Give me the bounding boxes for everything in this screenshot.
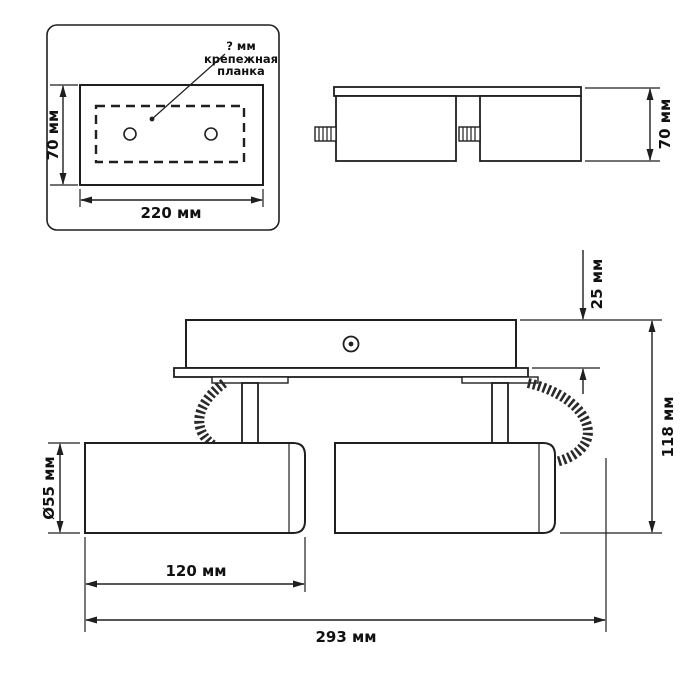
mounting-hole-left — [123, 127, 137, 141]
callout-text-line2: планка — [217, 64, 265, 78]
adjustment-screw-left — [314, 126, 337, 142]
dimension-label: 70 мм — [44, 110, 62, 161]
dimension-label: Ø55 мм — [40, 456, 58, 519]
dim-base-height: 25 мм — [520, 250, 662, 394]
dim-shade-length: 120 мм — [84, 537, 306, 632]
callout-leader-line — [151, 53, 226, 120]
dimension-label: 293 мм — [315, 628, 376, 646]
top-view-panel: ? мм крепежная планка 70 мм 220 мм — [44, 24, 280, 231]
flex-cable-right — [526, 378, 593, 467]
spot-body-right-side — [479, 95, 582, 162]
bracket-callout: ? мм крепежная планка — [149, 39, 278, 122]
dimension-label: 220 мм — [140, 204, 201, 222]
mounting-hole-right — [204, 127, 218, 141]
dim-total-width: 293 мм — [85, 458, 607, 646]
spot-body-left-side — [335, 95, 457, 162]
base-bar-side — [333, 86, 582, 97]
dimension-label: 118 мм — [659, 396, 677, 457]
adjustment-screw-right — [458, 126, 481, 142]
dim-top-view-height: 70 мм — [44, 84, 78, 186]
flange-plate — [173, 367, 529, 378]
dim-total-height: 118 мм — [560, 320, 677, 534]
front-view: 25 мм 118 мм Ø55 мм 120 мм 293 мм — [40, 250, 677, 646]
stem-left — [241, 382, 259, 446]
dim-side-view-height: 70 мм — [585, 87, 674, 162]
side-view: 70 мм — [314, 86, 674, 162]
stem-right — [491, 382, 509, 446]
mounting-plate-outline — [79, 84, 264, 186]
dimension-label: 70 мм — [656, 99, 674, 150]
callout-text-line1: крепежная — [204, 52, 278, 66]
flex-cable-left — [194, 379, 308, 463]
screw-body — [458, 126, 481, 142]
dimension-label: 25 мм — [588, 259, 606, 310]
shade-right — [334, 442, 556, 534]
dim-shade-diameter: Ø55 мм — [40, 442, 80, 534]
callout-unknown-dimension: ? мм — [226, 39, 255, 53]
screw-body — [314, 126, 337, 142]
shade-left — [84, 442, 306, 534]
callout-leader-dot — [149, 116, 155, 122]
mounting-bracket-dashed-outline — [94, 104, 246, 164]
dim-top-view-width: 220 мм — [79, 189, 264, 222]
dimension-label: 120 мм — [165, 562, 226, 580]
box-screw-dot — [348, 341, 354, 347]
